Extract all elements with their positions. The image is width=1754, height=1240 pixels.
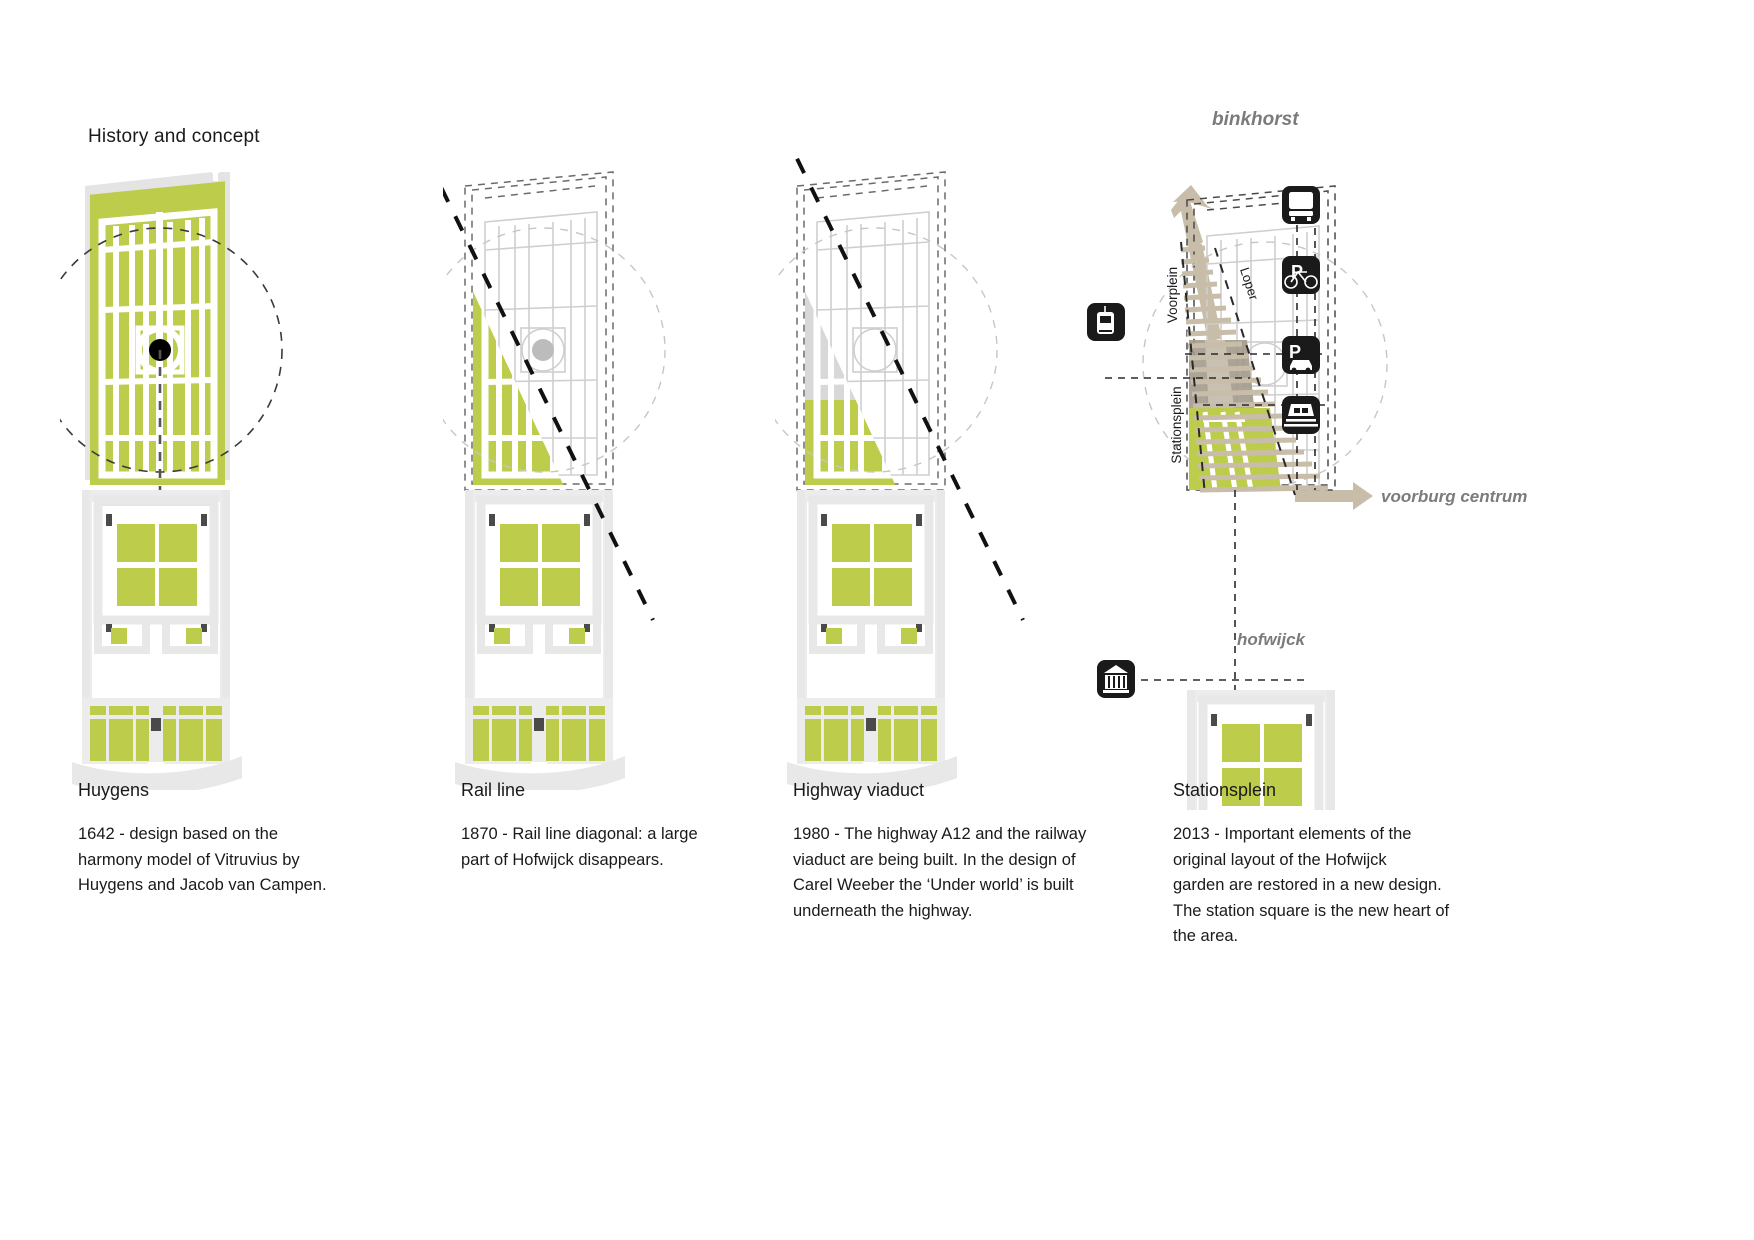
caption-line: 1642 - design based on the [78, 825, 278, 843]
panel-caption-highway-viaduct: 1980 - The highway A12 and the railway v… [793, 822, 1127, 924]
ghost-garden-outline [464, 171, 614, 491]
upper-garden-full [85, 172, 230, 485]
svg-text:P: P [1289, 342, 1301, 362]
hofwijck-house-plan [465, 490, 613, 710]
label-stationsplein: Stationsplein [1169, 386, 1184, 463]
panel-caption-rail-line: 1870 - Rail line diagonal: a large part … [461, 822, 761, 873]
caption-line: underneath the highway. [793, 901, 973, 920]
caption-line: garden are restored in a new design. [1173, 876, 1442, 894]
bicycle-parking-icon[interactable]: P [1282, 256, 1320, 294]
label-binkhorst: binkhorst [1212, 109, 1299, 130]
caption-line: the area. [1173, 927, 1239, 945]
stationsplein-plan-svg: binkhorst voorburg centrum [1087, 109, 1527, 810]
hofwijck-house-plan [797, 490, 945, 710]
bottom-orchard [72, 698, 242, 790]
label-voorburg-centrum: voorburg centrum [1381, 487, 1527, 506]
hofwijck-house-plan [1187, 690, 1335, 810]
caption-line: original layout of the Hofwijck [1173, 850, 1387, 869]
page-title: History and concept [88, 126, 260, 147]
concept-circle [1142, 241, 1388, 487]
label-voorplein: Voorplein [1165, 267, 1180, 323]
panel-title-stationsplein: Stationsplein [1173, 780, 1277, 800]
caption-line: harmony model of Vitruvius by [78, 850, 300, 869]
rail-diagonal [443, 186, 655, 621]
panel-title-rail-line: Rail line [461, 780, 526, 800]
label-hofwijck: hofwijck [1237, 630, 1307, 649]
bottom-orchard [455, 698, 625, 790]
bus-icon[interactable] [1282, 186, 1320, 224]
train-icon[interactable] [1282, 396, 1320, 434]
caption-line: Carel Weeber the ‘Under world’ is built [793, 876, 1074, 894]
caption-line: 1870 - Rail line diagonal: a large [461, 825, 698, 843]
panel-huygens: Huygens 1642 - design based on the harmo… [60, 150, 450, 1160]
highway-diagonal [790, 150, 1025, 621]
caption-line: viaduct are being built. In the design o… [793, 850, 1076, 869]
ghost-garden-outline [796, 171, 946, 491]
car-parking-icon[interactable]: P [1282, 336, 1320, 374]
panel-rail-line: Rail line 1870 - Rail line diagonal: a l… [443, 150, 833, 1160]
label-loper: Loper [1237, 265, 1262, 302]
concept-circle [775, 227, 998, 473]
viaduct-hatch-band [1180, 241, 1329, 496]
panel-title-highway-viaduct: Highway viaduct [793, 780, 925, 800]
bottom-orchard [787, 698, 957, 790]
voorburg-centrum-arrow [1295, 482, 1373, 510]
rail-line-plan-svg [443, 171, 666, 790]
caption-line: The station square is the new heart of [1173, 901, 1450, 920]
entrance-marker [151, 718, 161, 731]
panel-highway-viaduct: Highway viaduct 1980 - The highway A12 a… [775, 150, 1165, 1160]
caption-line: 1980 - The highway A12 and the railway [793, 825, 1087, 843]
hofwijck-house-plan [82, 490, 230, 710]
caption-line: Huygens and Jacob van Campen. [78, 876, 327, 894]
panel-title-huygens: Huygens [78, 780, 150, 800]
concept-circle [443, 227, 666, 473]
caption-line: part of Hofwijck disappears. [461, 850, 664, 869]
panel-caption-huygens: 1642 - design based on the harmony model… [78, 822, 370, 899]
highway-viaduct-plan-svg [775, 150, 1025, 790]
panel-stationsplein: binkhorst voorburg centrum [1085, 90, 1645, 1160]
caption-line: 2013 - Important elements of the [1173, 825, 1412, 843]
tram-icon[interactable] [1087, 303, 1125, 341]
museum-icon[interactable] [1097, 660, 1135, 698]
huygens-plan-svg [60, 172, 283, 790]
panel-caption-stationsplein: 2013 - Important elements of the origina… [1173, 822, 1513, 950]
